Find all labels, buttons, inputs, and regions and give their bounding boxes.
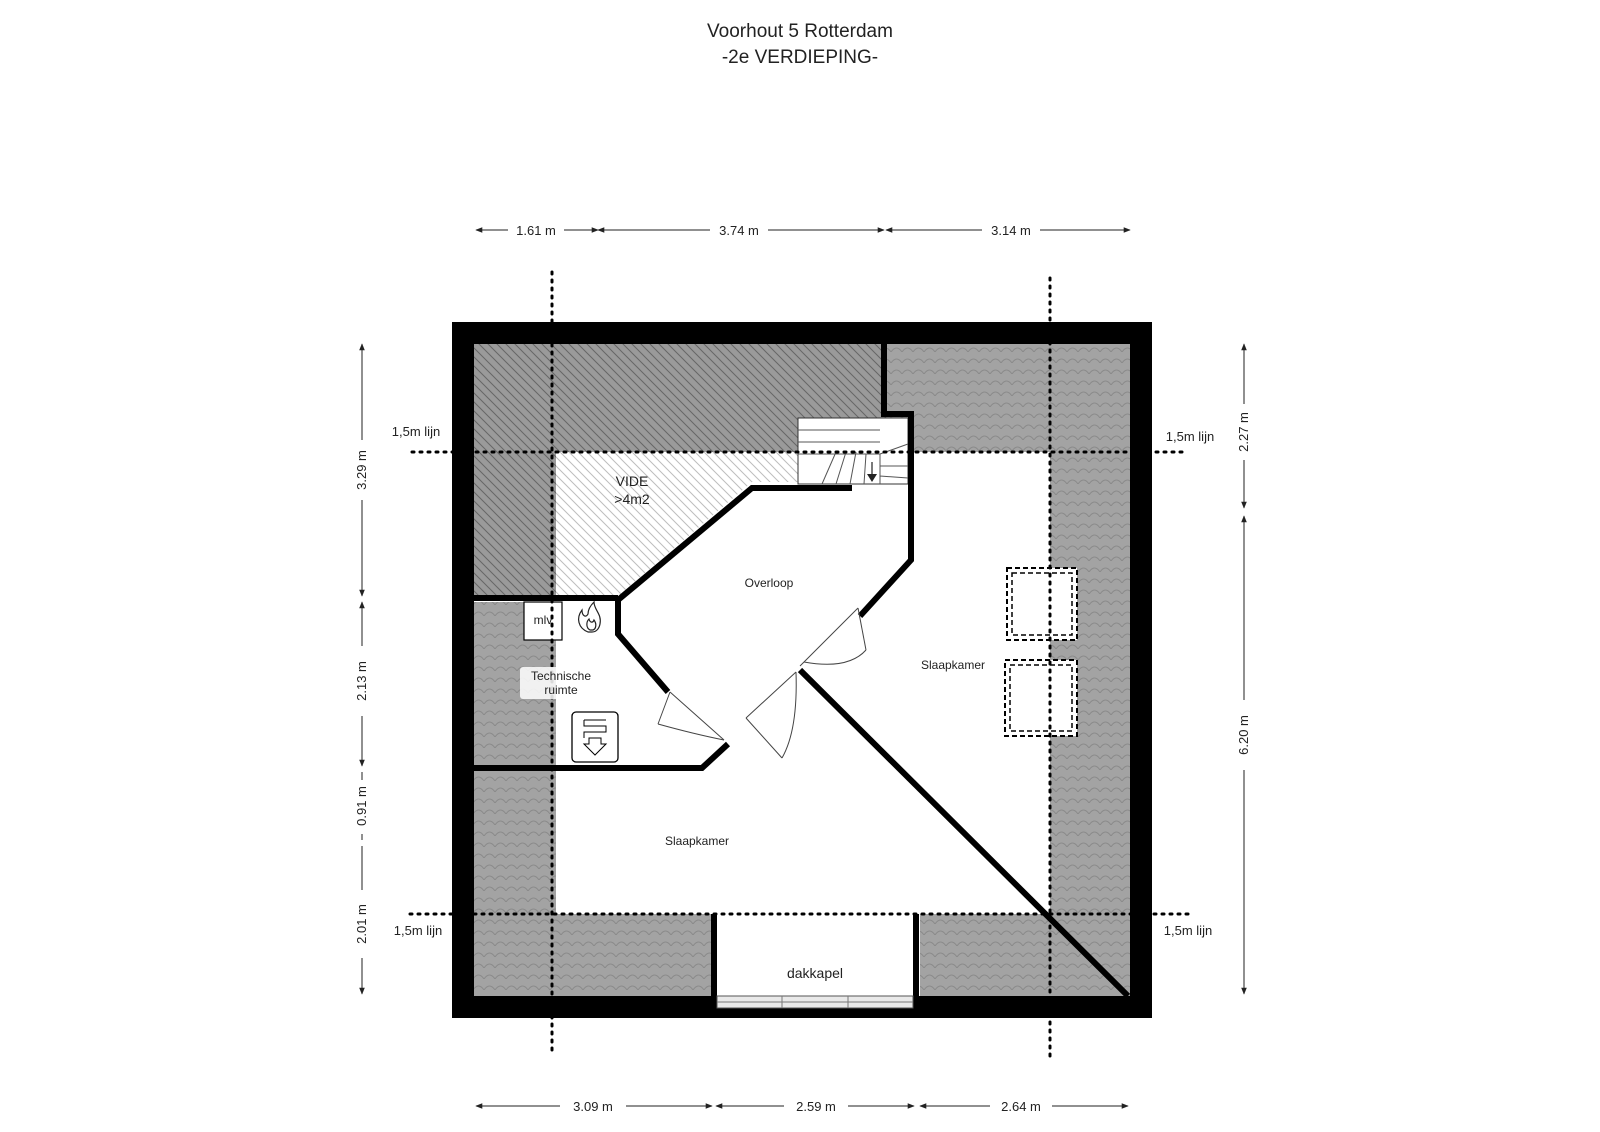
line-label-bottom-left: 1,5m lijn xyxy=(394,923,442,938)
roof-bottom-left xyxy=(474,914,714,996)
dim-bottom-1: 3.09 m xyxy=(573,1099,613,1114)
dakkapel-label: dakkapel xyxy=(787,965,843,981)
slaapkamer-left-tag xyxy=(658,832,736,850)
dim-bottom-3: 2.64 m xyxy=(1001,1099,1041,1114)
mlv-unit xyxy=(523,601,563,641)
line-1-5m xyxy=(408,270,1192,1060)
roof-bottom-right xyxy=(920,914,1130,996)
interior-walls xyxy=(474,344,1131,999)
plan-subtitle: -2e VERDIEPING- xyxy=(722,47,878,68)
vide-label: VIDE xyxy=(616,473,649,489)
technische-tag xyxy=(520,667,602,699)
door-slaapkamer-right[interactable] xyxy=(799,607,867,667)
dim-right-2: 6.20 m xyxy=(1236,715,1251,755)
ruimte-label: ruimte xyxy=(544,683,578,697)
overloop-tag xyxy=(736,574,802,592)
mlv-label: mlv xyxy=(534,613,553,627)
dim-left-3: 0.91 m xyxy=(354,786,369,826)
water-heater-icon xyxy=(571,711,619,763)
vide-area xyxy=(556,452,800,596)
line-label-bottom-right: 1,5m lijn xyxy=(1164,923,1212,938)
vide-size: >4m2 xyxy=(614,491,650,507)
dakkapel-window xyxy=(716,995,914,1009)
dim-top-3: 3.14 m xyxy=(991,223,1031,238)
roof-window-upper xyxy=(1006,567,1078,641)
dim-left-2: 2.13 m xyxy=(354,661,369,701)
line-label-top-right: 1,5m lijn xyxy=(1166,429,1214,444)
overloop-label: Overloop xyxy=(745,576,794,590)
technische-label: Technische xyxy=(531,669,591,683)
roof-hatched-left xyxy=(474,452,556,598)
slaapkamer-left-label: Slaapkamer xyxy=(665,834,729,848)
plan-title: Voorhout 5 Rotterdam xyxy=(707,21,893,42)
door-overloop[interactable] xyxy=(745,671,797,759)
roof-window-lower xyxy=(1004,659,1078,737)
slaapkamer-right-tag xyxy=(914,656,992,674)
dim-left-1: 3.29 m xyxy=(354,450,369,490)
dim-top-1: 1.61 m xyxy=(516,223,556,238)
door-technische-ruimte[interactable] xyxy=(657,691,725,741)
flame-icon xyxy=(578,600,601,633)
dim-top-2: 3.74 m xyxy=(719,223,759,238)
line-label-top-left: 1,5m lijn xyxy=(392,424,440,439)
dim-right-1: 2.27 m xyxy=(1236,412,1251,452)
slaapkamer-right-label: Slaapkamer xyxy=(921,658,985,672)
dim-bottom-2: 2.59 m xyxy=(796,1099,836,1114)
dim-left-4: 2.01 m xyxy=(354,904,369,944)
